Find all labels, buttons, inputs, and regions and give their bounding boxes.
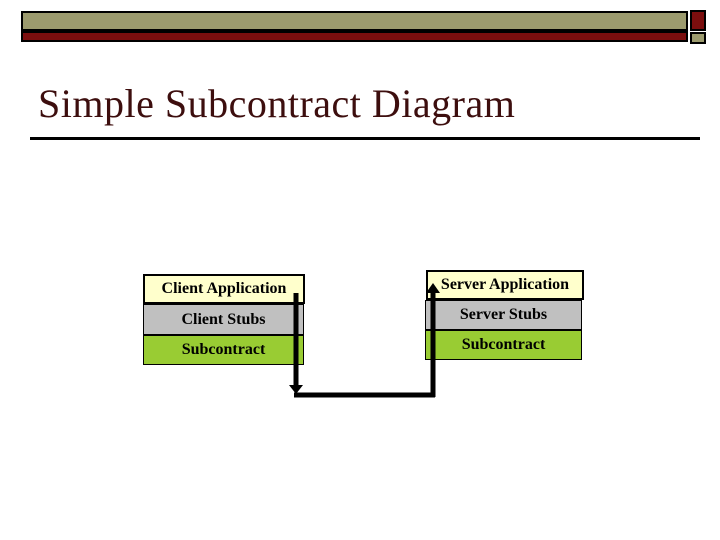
client-subcontract-label: Subcontract [181, 341, 266, 358]
header-square-olive [690, 32, 706, 44]
server-stubs-label: Server Stubs [459, 306, 548, 323]
header-bar-maroon [21, 31, 688, 42]
server-subcontract-label: Subcontract [461, 336, 546, 353]
server-application-label: Server Application [440, 276, 570, 293]
server-subcontract-box: Subcontract [425, 330, 582, 360]
slide-title: Simple Subcontract Diagram [38, 81, 516, 126]
client-application-label: Client Application [161, 280, 287, 297]
header-square-maroon [690, 10, 706, 31]
client-application-box: Client Application [143, 274, 305, 304]
server-stubs-box: Server Stubs [425, 300, 582, 330]
client-stubs-label: Client Stubs [181, 310, 266, 328]
arrowhead-down-icon [289, 385, 303, 394]
header-bar-olive [21, 11, 688, 31]
server-application-box: Server Application [426, 270, 584, 300]
title-underline [30, 137, 700, 140]
client-subcontract-box: Subcontract [143, 335, 304, 365]
client-stubs-box: Client Stubs [143, 304, 304, 335]
